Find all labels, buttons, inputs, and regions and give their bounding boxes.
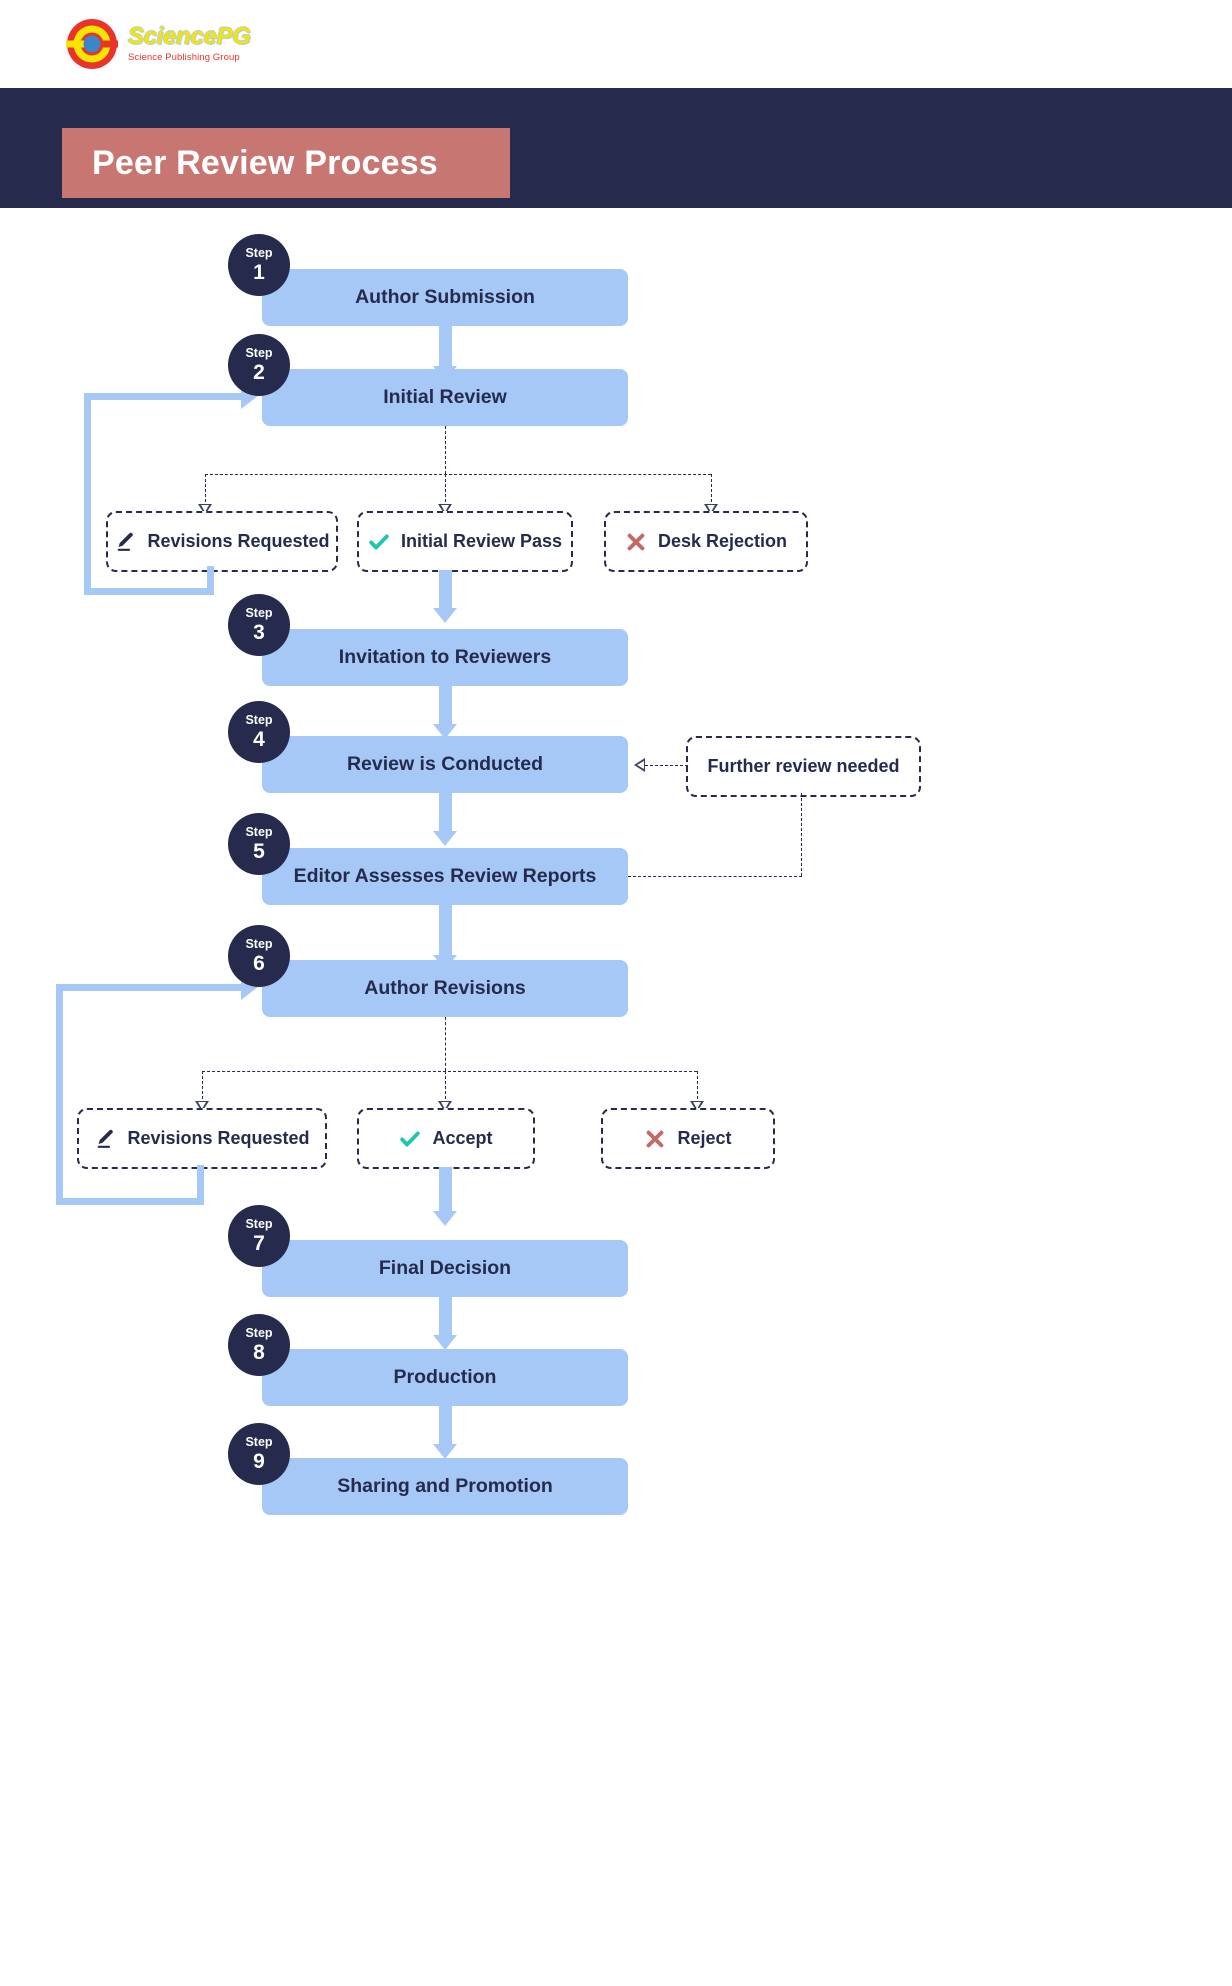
step-box-production[interactable]: Production [262,1349,628,1406]
note-arrow-shaft [645,765,688,766]
pencil-icon [98,1129,114,1148]
step-box-sharing-and-promotion[interactable]: Sharing and Promotion [262,1458,628,1515]
decision-revisions-requested-1[interactable]: Revisions Requested [106,511,338,572]
split-1-bar [205,474,711,475]
brand-logo: SciencePG Science Publishing Group [66,18,251,70]
logo-bar: SciencePG Science Publishing Group [0,0,1232,88]
step-box-author-revisions[interactable]: Author Revisions [262,960,628,1017]
step-box-initial-review[interactable]: Initial Review [262,369,628,426]
loop-2-bottom [56,1198,204,1205]
loop-2-riser [197,1165,204,1205]
arrow-accept-to-7-head [433,1211,457,1226]
check-icon [369,533,389,550]
step-badge-1: Step 1 [228,234,290,296]
loop-1-top [84,393,244,400]
split-1-stem [445,426,446,474]
split-2-right-arrowhead [690,1101,704,1112]
decision-initial-review-pass[interactable]: Initial Review Pass [357,511,573,572]
step-badge-5: Step 5 [228,813,290,875]
step-badge-2: Step 2 [228,334,290,396]
arrow-accept-to-7-shaft [439,1167,452,1215]
decision-desk-rejection[interactable]: Desk Rejection [604,511,808,572]
loop-2-top [56,984,244,991]
note-to-step5-bar [628,876,802,877]
split-2-stem [445,1017,446,1071]
arrow-3-to-4-head [433,724,457,739]
arrow-4-to-5-head [433,831,457,846]
step-badge-7: Step 7 [228,1205,290,1267]
pencil-icon [118,532,134,551]
step-badge-6: Step 6 [228,925,290,987]
note-further-review-needed[interactable]: Further review needed [686,736,921,797]
loop-1-left [84,393,91,595]
split-2-mid-drop [445,1071,446,1104]
cross-icon [627,533,645,550]
page-title-box: Peer Review Process [62,128,510,198]
split-1-left-arrowhead [198,504,212,515]
arrow-pass-to-3-head [433,608,457,623]
split-1-right-drop [711,474,712,507]
brand-tagline: Science Publishing Group [128,52,240,64]
split-1-left-drop [205,474,206,507]
arrow-7-to-8-shaft [439,1297,452,1339]
step-box-review-is-conducted[interactable]: Review is Conducted [262,736,628,793]
step-badge-8: Step 8 [228,1314,290,1376]
step-box-editor-assesses-review-reports[interactable]: Editor Assesses Review Reports [262,848,628,905]
split-2-left-drop [202,1071,203,1104]
arrow-4-to-5-shaft [439,793,452,835]
step-badge-9: Step 9 [228,1423,290,1485]
step-box-invitation-to-reviewers[interactable]: Invitation to Reviewers [262,629,628,686]
flow-canvas: Step 1 Author Submission Step 2 Initial … [0,208,1232,1986]
step-badge-4: Step 4 [228,701,290,763]
decision-accept[interactable]: Accept [357,1108,535,1169]
split-2-left-arrowhead [195,1101,209,1112]
decision-reject[interactable]: Reject [601,1108,775,1169]
decision-revisions-requested-2[interactable]: Revisions Requested [77,1108,327,1169]
step-box-author-submission[interactable]: Author Submission [262,269,628,326]
step-box-final-decision[interactable]: Final Decision [262,1240,628,1297]
arrow-1-to-2-shaft [439,326,452,370]
loop-2-left [56,984,63,1205]
arrow-8-to-9-head [433,1444,457,1459]
arrow-pass-to-3-shaft [439,570,452,612]
note-arrowhead [634,758,645,772]
loop-1-riser [207,566,214,595]
arrow-3-to-4-shaft [439,686,452,728]
split-2-right-drop [697,1071,698,1104]
check-icon [400,1130,421,1147]
arrow-7-to-8-head [433,1335,457,1350]
split-1-mid-arrowhead [438,504,452,515]
split-1-right-arrowhead [704,504,718,515]
sciencepg-circle-logo [66,18,118,70]
split-1-mid-drop [445,474,446,507]
note-down-stem [801,793,802,876]
split-2-mid-arrowhead [438,1101,452,1112]
cross-icon [647,1130,664,1147]
step-badge-3: Step 3 [228,594,290,656]
loop-1-bottom [84,588,214,595]
arrow-5-to-6-shaft [439,905,452,959]
page-title: Peer Review Process [92,143,438,182]
brand-name: SciencePG [128,23,251,51]
split-2-bar [202,1071,697,1072]
arrow-8-to-9-shaft [439,1406,452,1448]
